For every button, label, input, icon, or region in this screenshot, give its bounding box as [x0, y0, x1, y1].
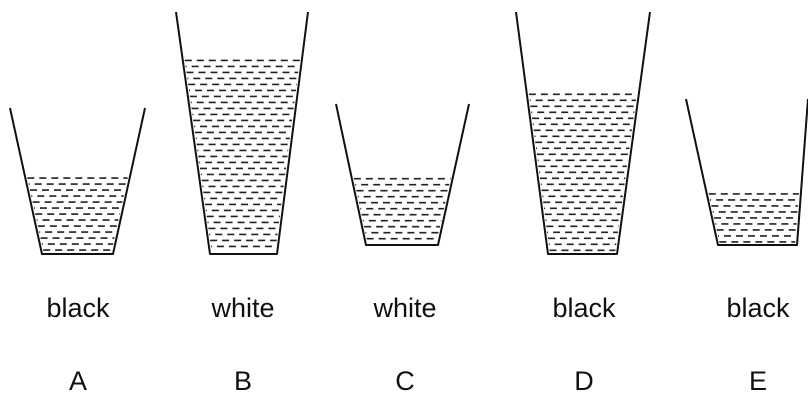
cup-e-liquid [708, 193, 799, 243]
cup-e: black E [685, 98, 808, 396]
cup-c-liquid [353, 177, 451, 240]
cup-c-outline [335, 103, 470, 246]
cup-b-liquid [184, 59, 300, 248]
cup-b: white B [175, 11, 309, 396]
cup-c-color-label: white [372, 293, 436, 323]
cup-e-outline [685, 98, 808, 246]
cup-b-color-label: white [210, 293, 274, 323]
cup-d-letter: D [574, 366, 594, 396]
cup-a-color-label: black [46, 293, 110, 323]
cup-d-outline [515, 11, 651, 255]
cup-b-letter: B [234, 366, 252, 396]
cup-d-liquid [528, 93, 637, 252]
cup-b-outline [175, 11, 309, 255]
cup-e-letter: E [749, 366, 767, 396]
cup-a-liquid [27, 177, 128, 251]
cup-d: black D [515, 11, 651, 396]
cup-c: white C [335, 103, 470, 396]
cup-a-letter: A [69, 366, 87, 396]
cup-a-outline [9, 107, 146, 255]
cup-e-color-label: black [726, 293, 790, 323]
cup-a: black A [9, 107, 146, 396]
cup-d-color-label: black [552, 293, 616, 323]
cup-c-letter: C [395, 366, 415, 396]
